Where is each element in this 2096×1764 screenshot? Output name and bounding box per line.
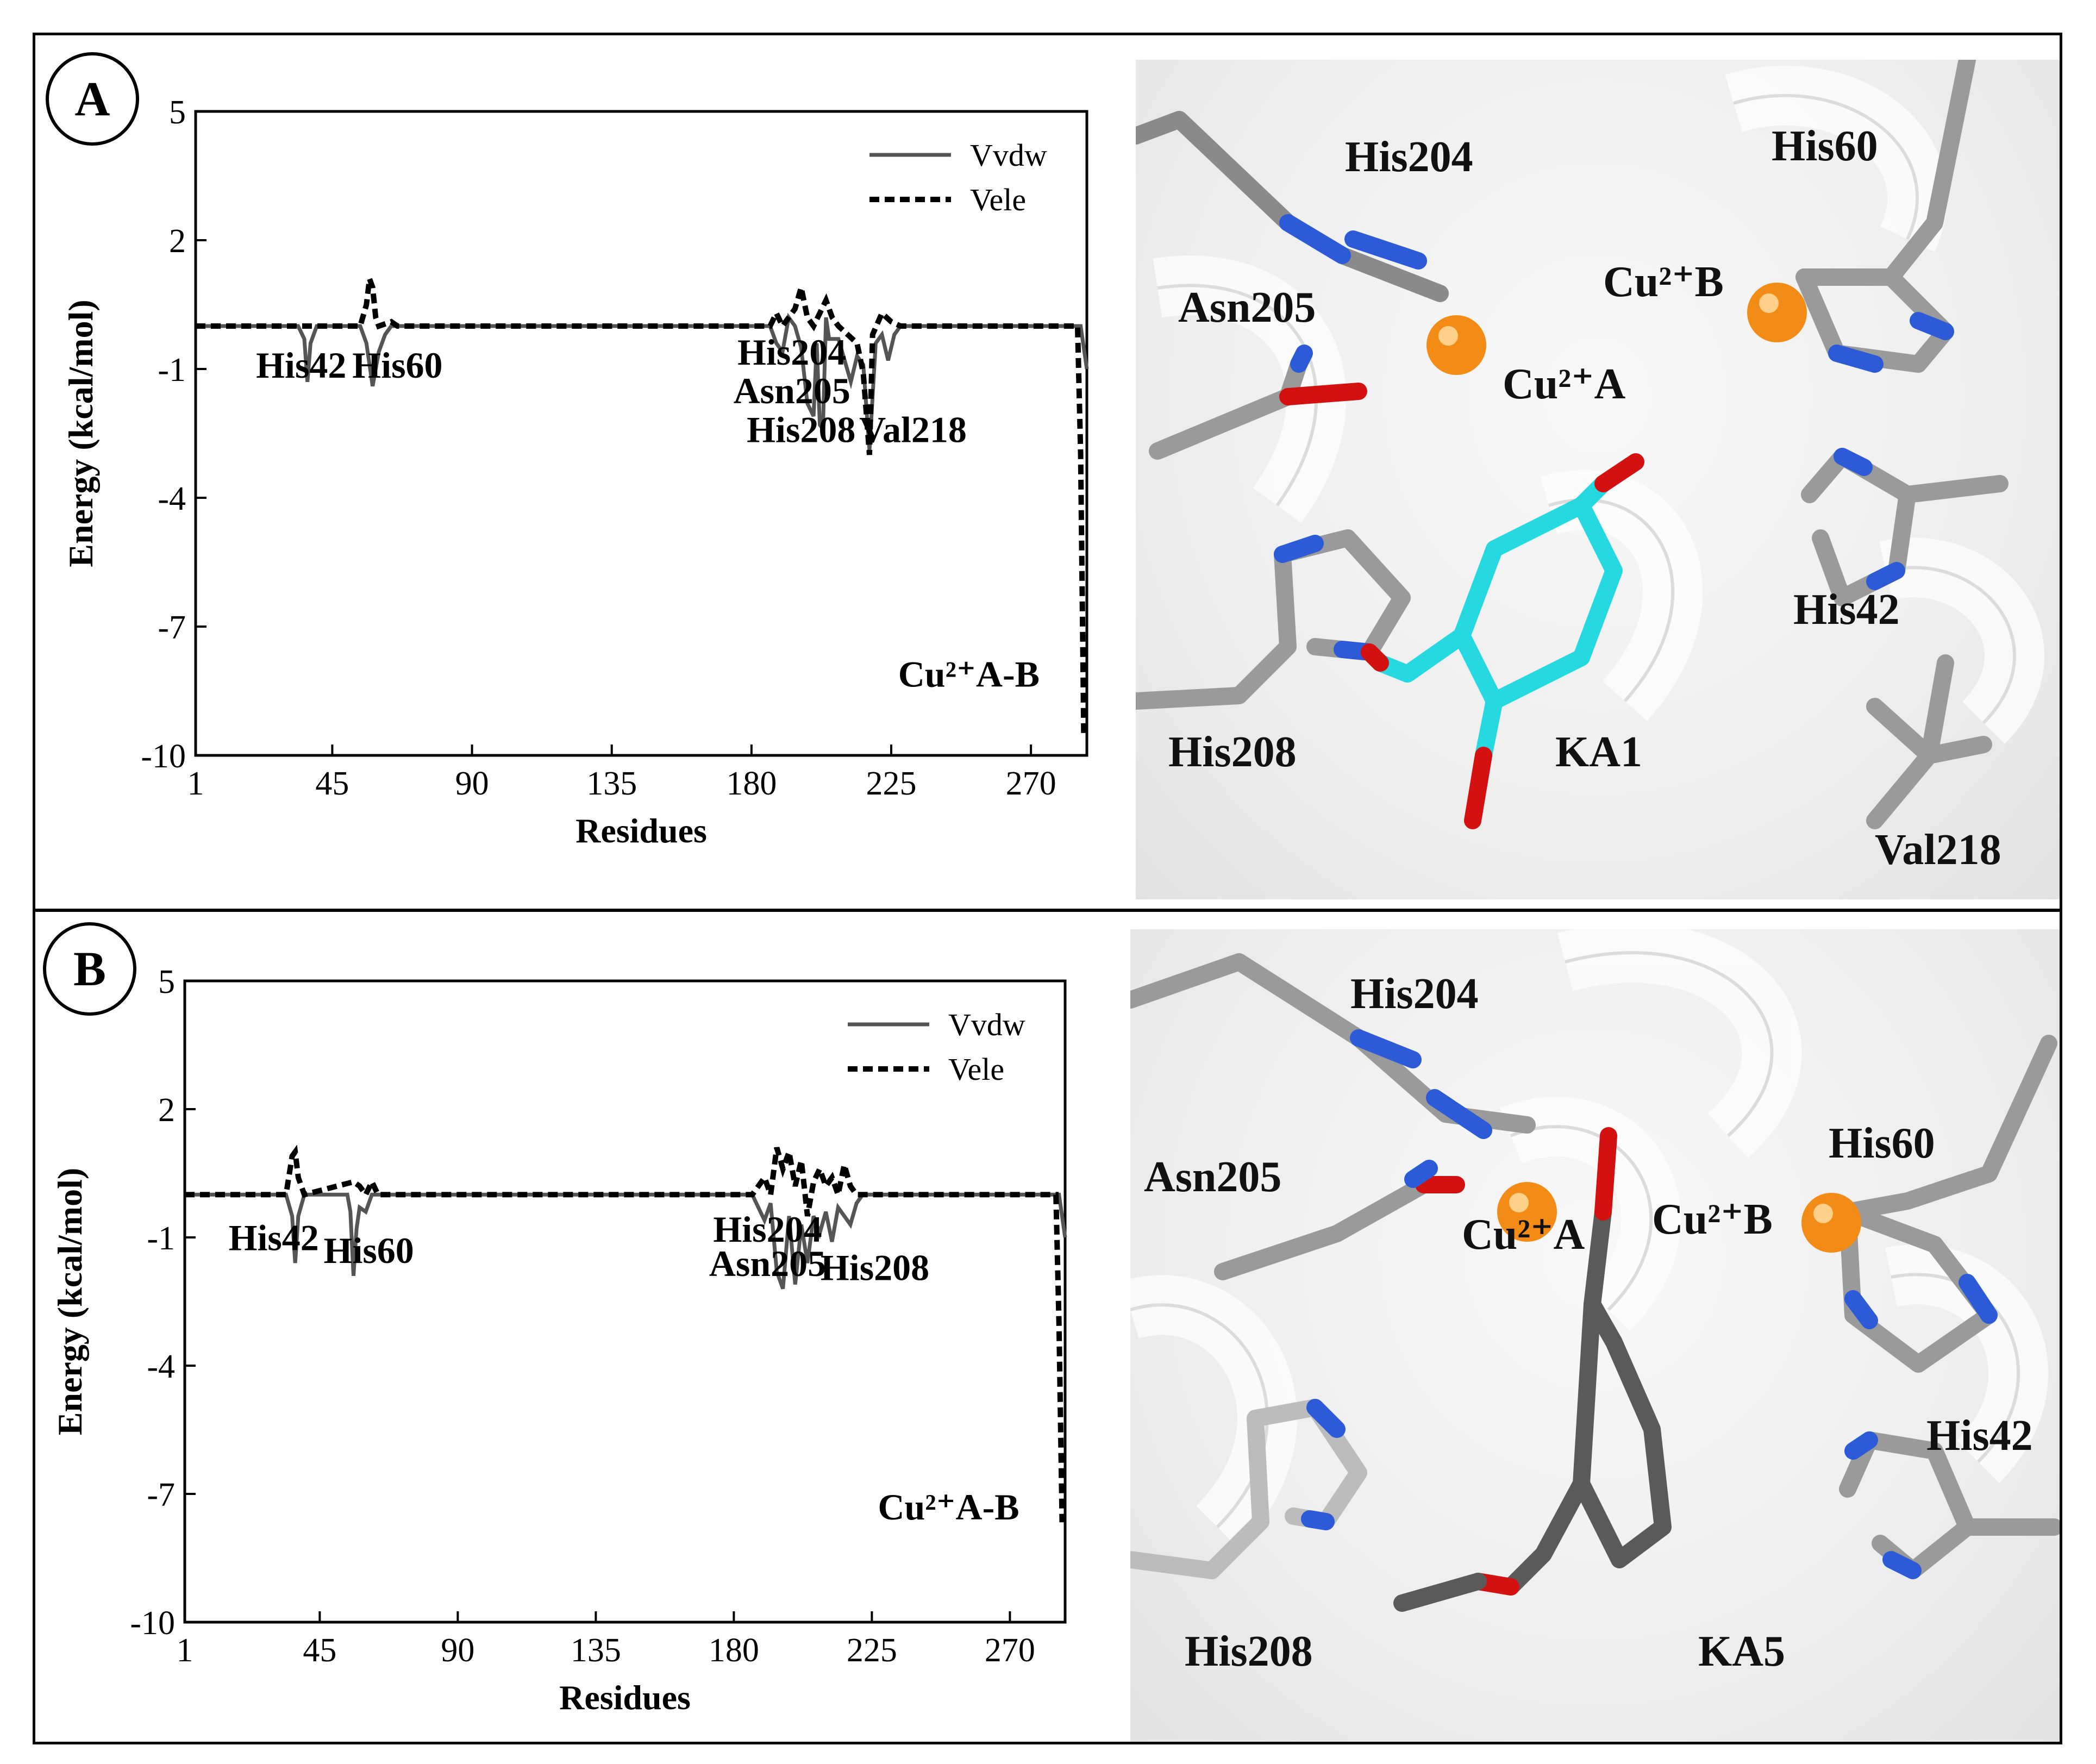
- panel-letter-a-group: A: [46, 52, 139, 146]
- x-tick-label: 90: [455, 765, 489, 802]
- plot-area: [194, 110, 1088, 757]
- x-tick-label: 45: [303, 1632, 336, 1669]
- panel-letter-b: B: [73, 942, 106, 996]
- y-tick-label: -7: [147, 1477, 175, 1513]
- struct-a-his42: His42: [1793, 586, 1900, 634]
- struct-a-val218: Val218: [1875, 826, 2001, 874]
- x-tick-label: 90: [441, 1632, 474, 1669]
- figure-frame: [33, 33, 2062, 1744]
- annotation-label: His42: [256, 345, 346, 386]
- y-tick-label: -10: [130, 1605, 175, 1642]
- legend-label-vele: Vele: [970, 182, 1026, 217]
- x-tick-label: 135: [586, 765, 637, 802]
- y-tick-label: 2: [169, 223, 186, 260]
- x-axis-label: Residues: [575, 811, 707, 850]
- x-tick-label: 45: [315, 765, 349, 802]
- panel-letter-a: A: [75, 72, 110, 126]
- legend-label-vvdw: Vvdw: [948, 1007, 1025, 1042]
- structure-labels-b: His204 Asn205 His60 Cu²⁺A Cu²⁺B His42 Hi…: [1144, 970, 2033, 1675]
- x-tick-label: 225: [866, 765, 917, 802]
- struct-b-cu-a: Cu²⁺A: [1462, 1211, 1585, 1259]
- x-tick-label: 180: [709, 1632, 759, 1669]
- series-vele: [196, 278, 1087, 737]
- struct-b-his42: His42: [1926, 1412, 2033, 1460]
- panel-letter-b-circle: [43, 922, 136, 1016]
- annotation-label: Cu²⁺A-B: [898, 654, 1040, 695]
- y-axis-label: Energy (kcal/mol): [51, 1168, 89, 1435]
- annotation-label: His204: [713, 1209, 822, 1250]
- annotation-label: Val218: [859, 409, 967, 450]
- struct-a-his208: His208: [1168, 728, 1297, 776]
- y-tick-label: 5: [158, 964, 175, 1000]
- structure-labels-a: His204 His60 Asn205 Cu²⁺B Cu²⁺A His42 Hi…: [1168, 122, 2001, 874]
- y-tick-label: -1: [158, 352, 186, 389]
- struct-a-cu-b: Cu²⁺B: [1603, 258, 1724, 306]
- structure-view-b: [1130, 929, 2060, 1742]
- struct-a-cu-a: Cu²⁺A: [1503, 360, 1625, 408]
- structure-view-a: [1136, 60, 2060, 899]
- panel-letter-b-group: B: [43, 922, 136, 1016]
- annotation-label: His208: [821, 1247, 929, 1288]
- x-tick-label: 270: [1006, 765, 1056, 802]
- struct-b-his204: His204: [1350, 970, 1479, 1018]
- panel-letter-a-circle: [46, 52, 139, 146]
- y-tick-label: -10: [141, 738, 186, 775]
- annotation-label: His42: [229, 1217, 319, 1259]
- struct-a-ka1: KA1: [1555, 728, 1642, 776]
- y-tick-label: 2: [158, 1092, 175, 1129]
- annotation-label: Cu²⁺A-B: [878, 1486, 1019, 1528]
- struct-b-his208: His208: [1185, 1628, 1313, 1675]
- struct-b-his60: His60: [1829, 1119, 1935, 1167]
- y-tick-label: 5: [169, 94, 186, 131]
- annotation-label: His60: [324, 1230, 414, 1271]
- series-vvdw: [185, 1192, 1067, 1290]
- struct-a-his204: His204: [1345, 133, 1473, 181]
- legend-label-vvdw: Vvdw: [970, 137, 1047, 173]
- y-tick-label: -4: [147, 1348, 175, 1385]
- struct-b-asn205: Asn205: [1144, 1153, 1281, 1201]
- y-tick-label: -4: [158, 480, 186, 517]
- annotation-label: Asn205: [733, 370, 850, 411]
- annotation-label: His208: [747, 409, 855, 450]
- struct-a-his60: His60: [1772, 122, 1878, 170]
- x-tick-label: 1: [177, 1632, 193, 1669]
- x-tick-label: 1: [187, 765, 204, 802]
- x-tick-label: 225: [847, 1632, 897, 1669]
- y-tick-label: -1: [147, 1220, 175, 1257]
- y-tick-label: -7: [158, 609, 186, 646]
- annotation-label: Asn205: [709, 1243, 826, 1284]
- panel-divider: [33, 909, 2062, 912]
- struct-a-asn205: Asn205: [1178, 284, 1316, 331]
- x-axis-label: Residues: [559, 1678, 691, 1717]
- annotation-label: His60: [352, 345, 442, 386]
- struct-b-ka5: KA5: [1698, 1628, 1785, 1675]
- y-axis-label: Energy (kcal/mol): [61, 299, 100, 567]
- struct-b-cu-b: Cu²⁺B: [1652, 1196, 1773, 1243]
- plot-area: [183, 979, 1067, 1624]
- annotation-label: His204: [737, 331, 846, 373]
- series-vele: [185, 1141, 1065, 1523]
- legend-label-vele: Vele: [948, 1052, 1004, 1087]
- x-tick-label: 180: [726, 765, 777, 802]
- x-tick-label: 270: [985, 1632, 1035, 1669]
- x-tick-label: 135: [571, 1632, 621, 1669]
